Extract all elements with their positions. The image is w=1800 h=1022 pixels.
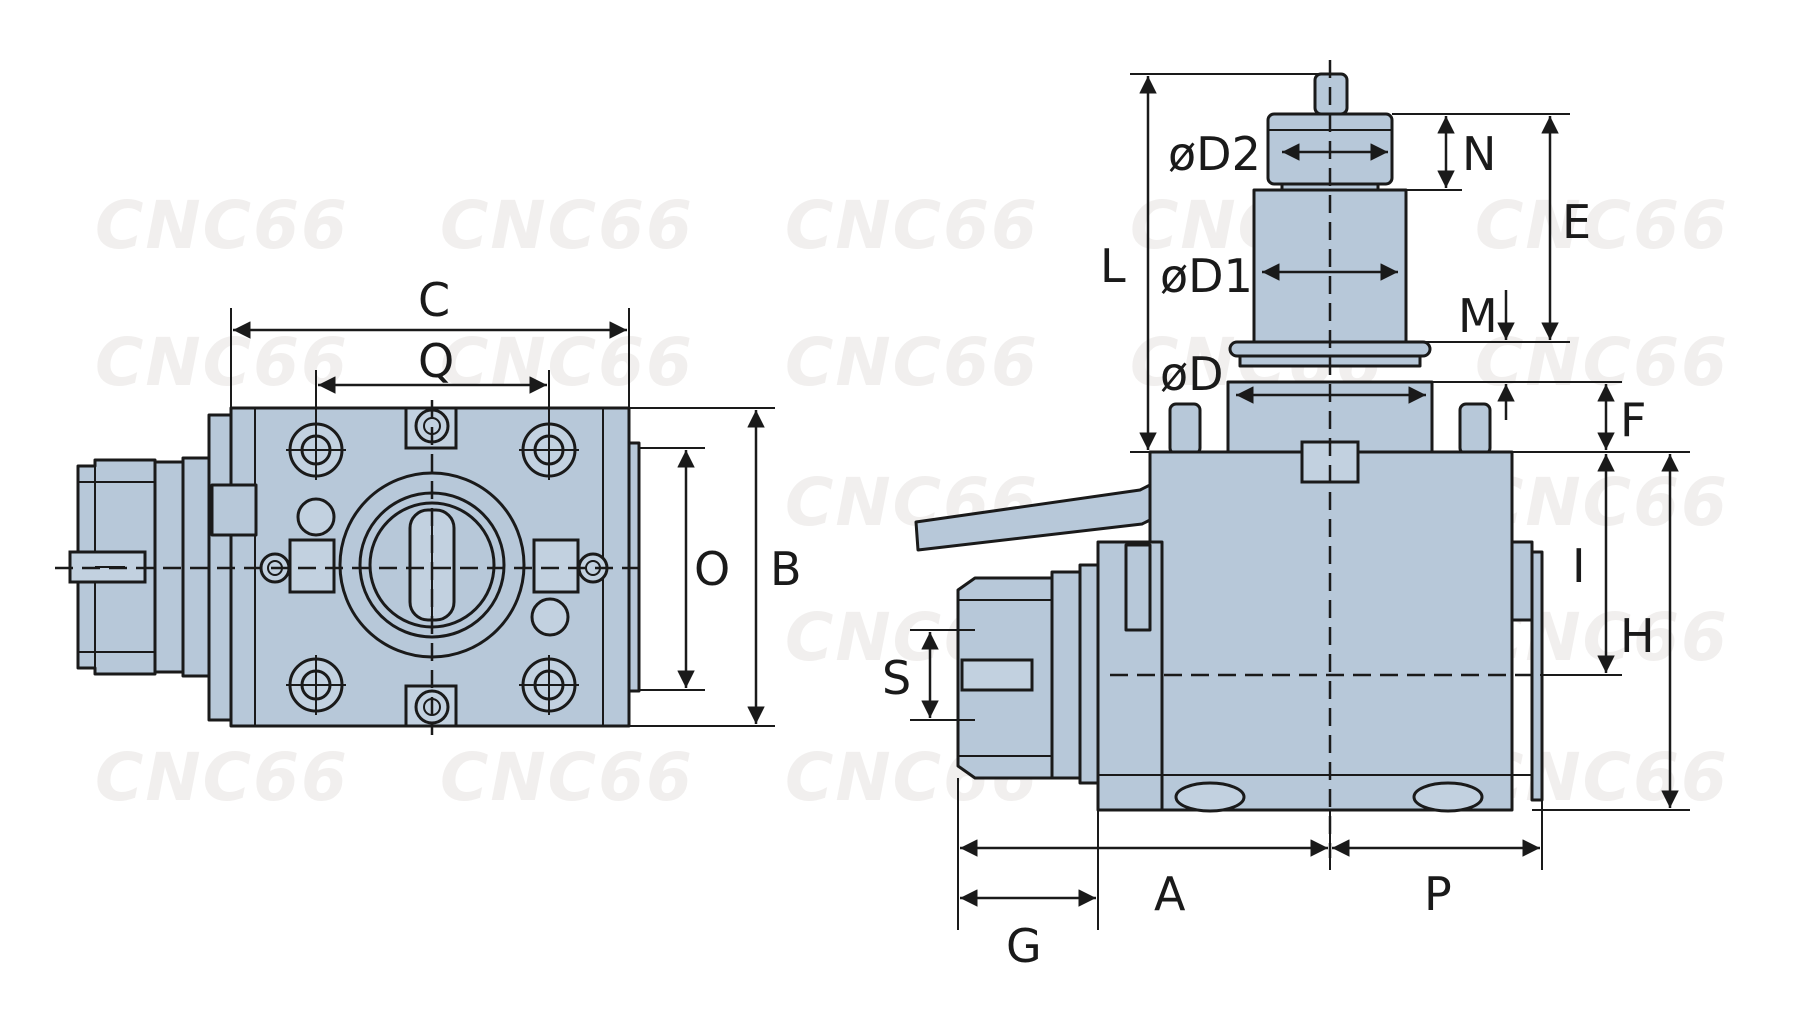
- watermark: CNC66: [440, 187, 694, 264]
- dim-label-H: H: [1620, 609, 1655, 663]
- dim-label-L: L: [1100, 239, 1126, 293]
- dim-label-E: E: [1562, 195, 1591, 249]
- watermark: CNC66: [440, 739, 694, 816]
- watermark: CNC66: [95, 324, 349, 401]
- front-view: C Q O B: [55, 273, 802, 735]
- lever: [914, 483, 1152, 552]
- dim-label-D1: øD1: [1160, 249, 1253, 303]
- side-collar: [1078, 563, 1100, 785]
- side-view: L øD2 N E øD1 M øD F I H: [882, 60, 1690, 973]
- dim-label-O: O: [694, 542, 730, 596]
- watermark: CNC66: [1475, 739, 1729, 816]
- watermark: CNC66: [95, 739, 349, 816]
- watermark: CNC66: [1475, 187, 1729, 264]
- dim-label-G: G: [1006, 919, 1042, 973]
- dim-label-Q: Q: [418, 334, 454, 388]
- watermark: CNC66: [440, 324, 694, 401]
- dim-label-F: F: [1620, 393, 1646, 447]
- dim-label-N: N: [1462, 127, 1496, 181]
- watermark: CNC66: [1475, 324, 1729, 401]
- watermark: CNC66: [95, 187, 349, 264]
- dim-label-S: S: [882, 651, 911, 705]
- dim-label-P: P: [1424, 867, 1452, 921]
- dim-label-M: M: [1458, 289, 1498, 343]
- watermark: CNC66: [785, 324, 1039, 401]
- dim-label-C: C: [418, 273, 450, 327]
- dim-label-A: A: [1154, 867, 1186, 921]
- dim-label-B: B: [770, 542, 802, 596]
- watermark: CNC66: [785, 187, 1039, 264]
- dim-label-I: I: [1572, 539, 1586, 593]
- dim-label-D2: øD2: [1168, 127, 1261, 181]
- dim-label-D: øD: [1160, 347, 1224, 401]
- side-lug: [210, 483, 258, 537]
